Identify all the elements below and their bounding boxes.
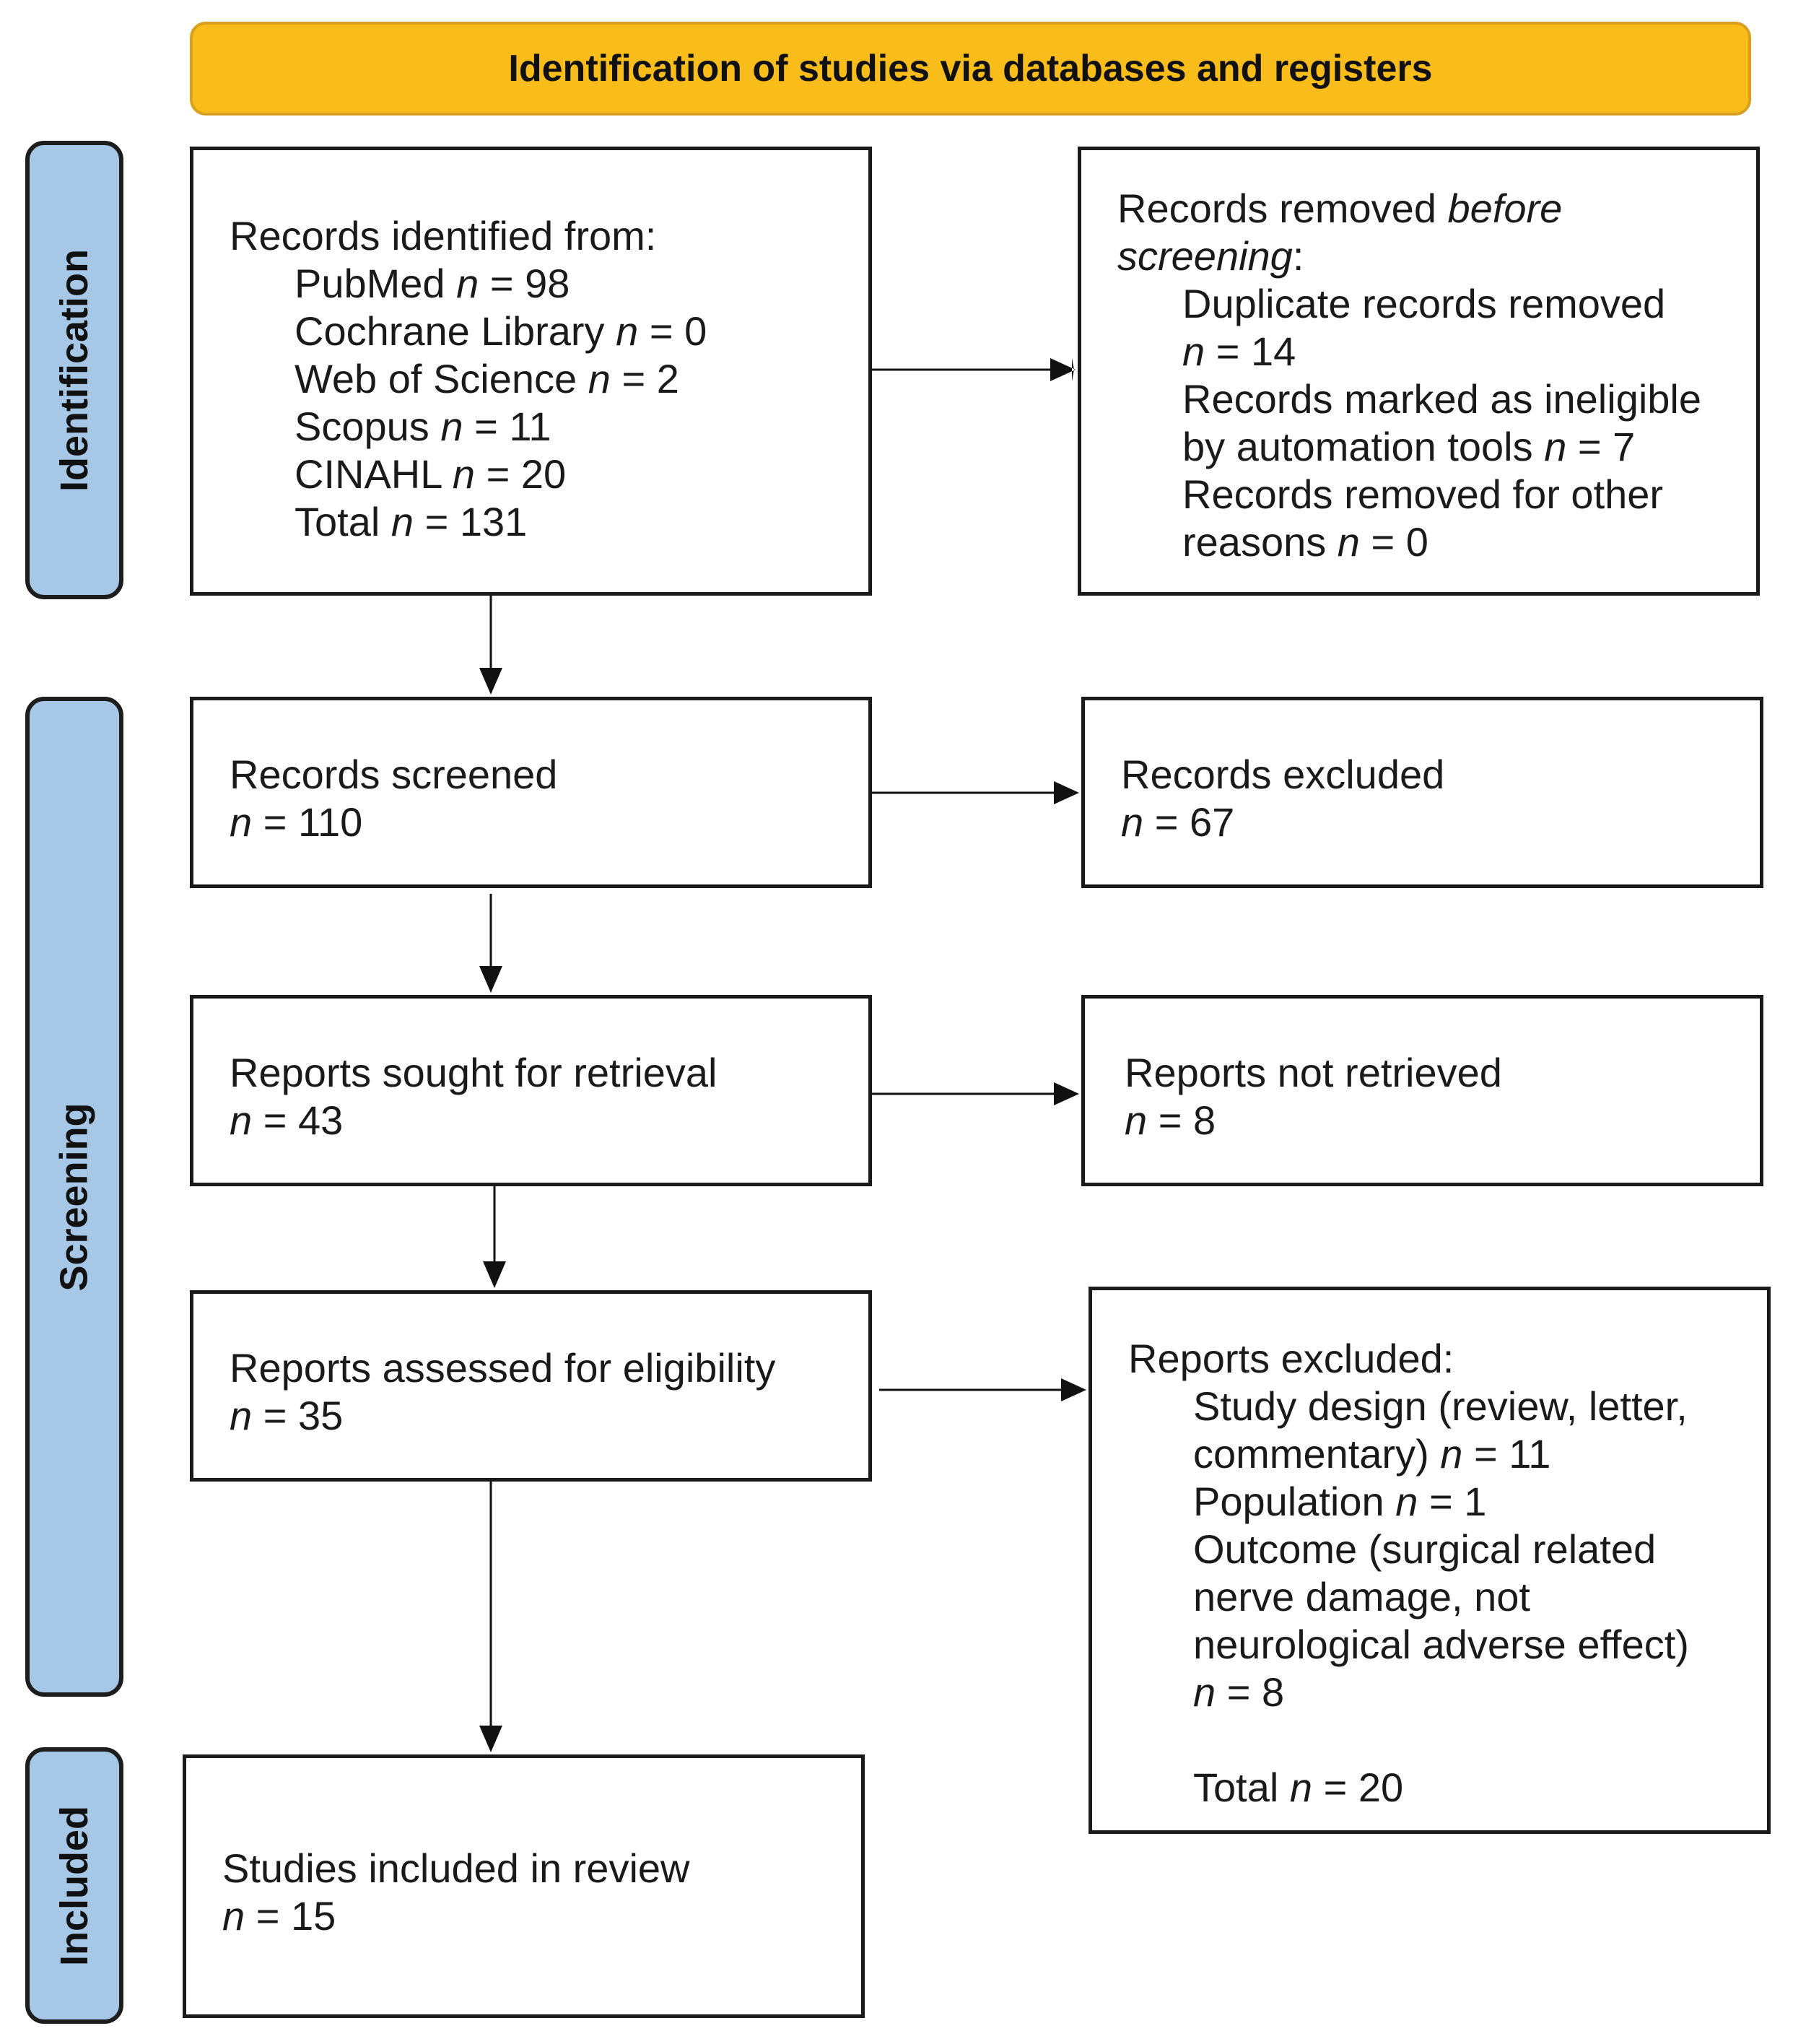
source-total: Total n = 131 [295, 499, 528, 544]
studies-included-count: n = 15 [222, 1893, 336, 1939]
header-title: Identification of studies via databases … [508, 48, 1433, 90]
excluded-outcome: Outcome (surgical related [1193, 1526, 1657, 1572]
excluded-study-design: Study design (review, letter, [1193, 1383, 1688, 1429]
phase-screening: Screening [25, 697, 123, 1697]
records-screened-count: n = 110 [230, 799, 363, 845]
removed-other-count: reasons n = 0 [1182, 519, 1428, 565]
source-cinahl: CINAHL n = 20 [295, 451, 567, 497]
arrowhead-5 [1054, 1082, 1079, 1105]
excluded-outcome-count: n = 8 [1193, 1669, 1285, 1715]
reports-excluded-box: Reports excluded: Study design (review, … [1089, 1287, 1771, 1834]
source-web-of-science: Web of Science n = 2 [295, 356, 679, 401]
arrowhead-8 [479, 1726, 502, 1752]
phase-screening-label: Screening [53, 1102, 96, 1292]
records-excluded-label: Records excluded [1121, 752, 1445, 797]
removed-automation-count: by automation tools n = 7 [1182, 424, 1636, 469]
removed-duplicates: Duplicate records removed [1182, 281, 1666, 326]
records-identified-heading: Records identified from: [230, 213, 657, 258]
arrowhead-4 [479, 966, 502, 993]
excluded-outcome-3: neurological adverse effect) [1193, 1622, 1689, 1667]
phase-identification-label: Identification [53, 248, 96, 492]
records-identified-box: Records identified from: PubMed n = 98 C… [190, 147, 872, 596]
records-removed-heading: Records removed before [1117, 186, 1563, 231]
phase-included: Included [25, 1747, 123, 2024]
source-scopus: Scopus n = 11 [295, 404, 551, 449]
records-screened-label: Records screened [230, 752, 558, 797]
reports-not-retrieved-box: Reports not retrieved n = 8 [1081, 995, 1763, 1186]
arrowhead-3 [1054, 781, 1079, 804]
header-banner: Identification of studies via databases … [190, 22, 1751, 116]
records-removed-heading-2: screening: [1117, 233, 1304, 279]
records-excluded-count: n = 67 [1121, 799, 1235, 845]
excluded-total: Total n = 20 [1193, 1765, 1404, 1810]
phase-identification: Identification [25, 141, 123, 599]
reports-assessed-box: Reports assessed for eligibility n = 35 [190, 1290, 872, 1482]
reports-assessed-label: Reports assessed for eligibility [230, 1345, 776, 1391]
removed-duplicates-count: n = 14 [1182, 329, 1296, 374]
reports-not-retrieved-label: Reports not retrieved [1125, 1050, 1502, 1095]
excluded-outcome-2: nerve damage, not [1193, 1574, 1530, 1619]
records-removed-box: Records removed before screening: Duplic… [1078, 147, 1760, 596]
reports-sought-label: Reports sought for retrieval [230, 1050, 717, 1095]
studies-included-box: Studies included in review n = 15 [183, 1754, 865, 2018]
reports-not-retrieved-count: n = 8 [1125, 1097, 1216, 1143]
arrowhead-6 [483, 1261, 506, 1288]
reports-assessed-count: n = 35 [230, 1393, 344, 1438]
reports-sought-count: n = 43 [230, 1097, 344, 1143]
records-excluded-box: Records excluded n = 67 [1081, 697, 1763, 888]
records-screened-box: Records screened n = 110 [190, 697, 872, 888]
studies-included-label: Studies included in review [222, 1845, 690, 1891]
excluded-study-design-count: commentary) n = 11 [1193, 1431, 1551, 1477]
removed-other: Records removed for other [1182, 471, 1664, 517]
removed-automation: Records marked as ineligible [1182, 376, 1702, 422]
source-cochrane: Cochrane Library n = 0 [295, 308, 707, 354]
source-pubmed: PubMed n = 98 [295, 261, 570, 306]
excluded-population: Population n = 1 [1193, 1479, 1487, 1524]
arrowhead-1 [1050, 358, 1076, 381]
phase-included-label: Included [53, 1805, 97, 1966]
arrowhead-7 [1061, 1378, 1086, 1401]
reports-excluded-heading: Reports excluded: [1128, 1336, 1454, 1381]
reports-sought-box: Reports sought for retrieval n = 43 [190, 995, 872, 1186]
arrowhead-2 [479, 668, 502, 695]
